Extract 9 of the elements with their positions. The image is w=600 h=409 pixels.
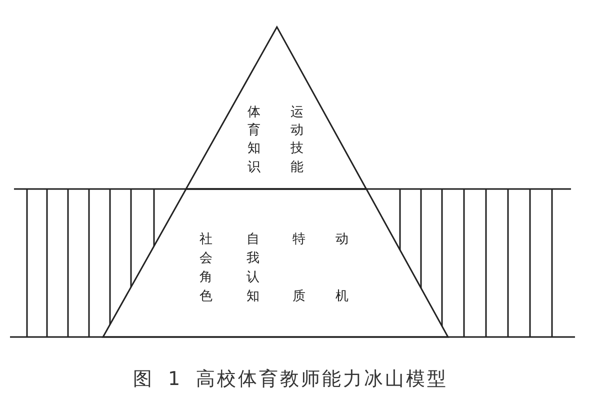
figure-caption: 图 1 高校体育教师能力冰山模型 [133, 367, 448, 392]
iceberg-tip-triangle [186, 27, 366, 189]
vertical-label: 自我认知 [246, 232, 260, 304]
iceberg-body-trapezoid [103, 189, 448, 337]
vertical-label: 体育知识 [247, 104, 260, 175]
vertical-label: 运动技能 [290, 104, 304, 175]
vertical-label: 特质 [292, 232, 306, 304]
vertical-label: 社会角色 [200, 232, 212, 304]
vertical-label: 动机 [336, 232, 348, 304]
